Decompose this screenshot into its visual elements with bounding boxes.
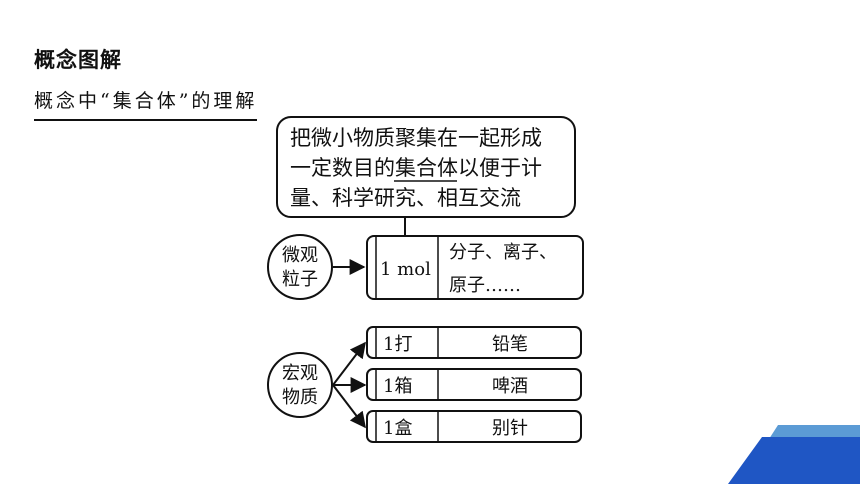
macro-row-3-item: 别针 bbox=[492, 418, 528, 439]
macro-row-1: 1打 铅笔 bbox=[366, 326, 582, 359]
macro-label-line-2: 物质 bbox=[282, 387, 318, 408]
micro-label-line-1: 微观 bbox=[282, 245, 318, 266]
macro-row-2-item: 啤酒 bbox=[492, 376, 528, 397]
macro-row-1-item: 铅笔 bbox=[492, 334, 528, 355]
macro-row-2: 1箱 啤酒 bbox=[366, 368, 582, 401]
micro-label-line-2: 粒子 bbox=[282, 269, 318, 290]
macro-circle bbox=[267, 352, 333, 418]
macro-row-3-unit: 1盒 bbox=[383, 418, 412, 439]
mol-unit: 1 mol bbox=[380, 259, 431, 280]
macro-label-line-1: 宏观 bbox=[282, 363, 318, 384]
macro-row-2-unit: 1箱 bbox=[383, 376, 412, 397]
page-heading: 概念图解 bbox=[34, 48, 122, 72]
macro-arrow-1 bbox=[332, 341, 366, 386]
definition-line-3: 量、科学研究、相互交流 bbox=[290, 186, 521, 210]
micro-content-line-2: 原子…… bbox=[449, 275, 521, 296]
mol-box bbox=[366, 235, 584, 300]
macro-row-1-unit: 1打 bbox=[383, 334, 412, 355]
micro-content-line-1: 分子、离子、 bbox=[449, 242, 557, 263]
corner-decoration-dark bbox=[728, 437, 860, 484]
definition-line-1: 把微小物质聚集在一起形成 bbox=[290, 126, 542, 150]
page-subheading: 概念中“集合体”的理解 bbox=[34, 86, 258, 121]
micro-circle bbox=[267, 234, 333, 300]
collective-term: 集合体 bbox=[395, 156, 458, 180]
macro-row-3: 1盒 别针 bbox=[366, 410, 582, 443]
macro-arrow-3 bbox=[332, 384, 366, 429]
definition-line-2: 一定数目的集合体以便于计 bbox=[290, 156, 542, 180]
definition-box bbox=[276, 116, 576, 218]
